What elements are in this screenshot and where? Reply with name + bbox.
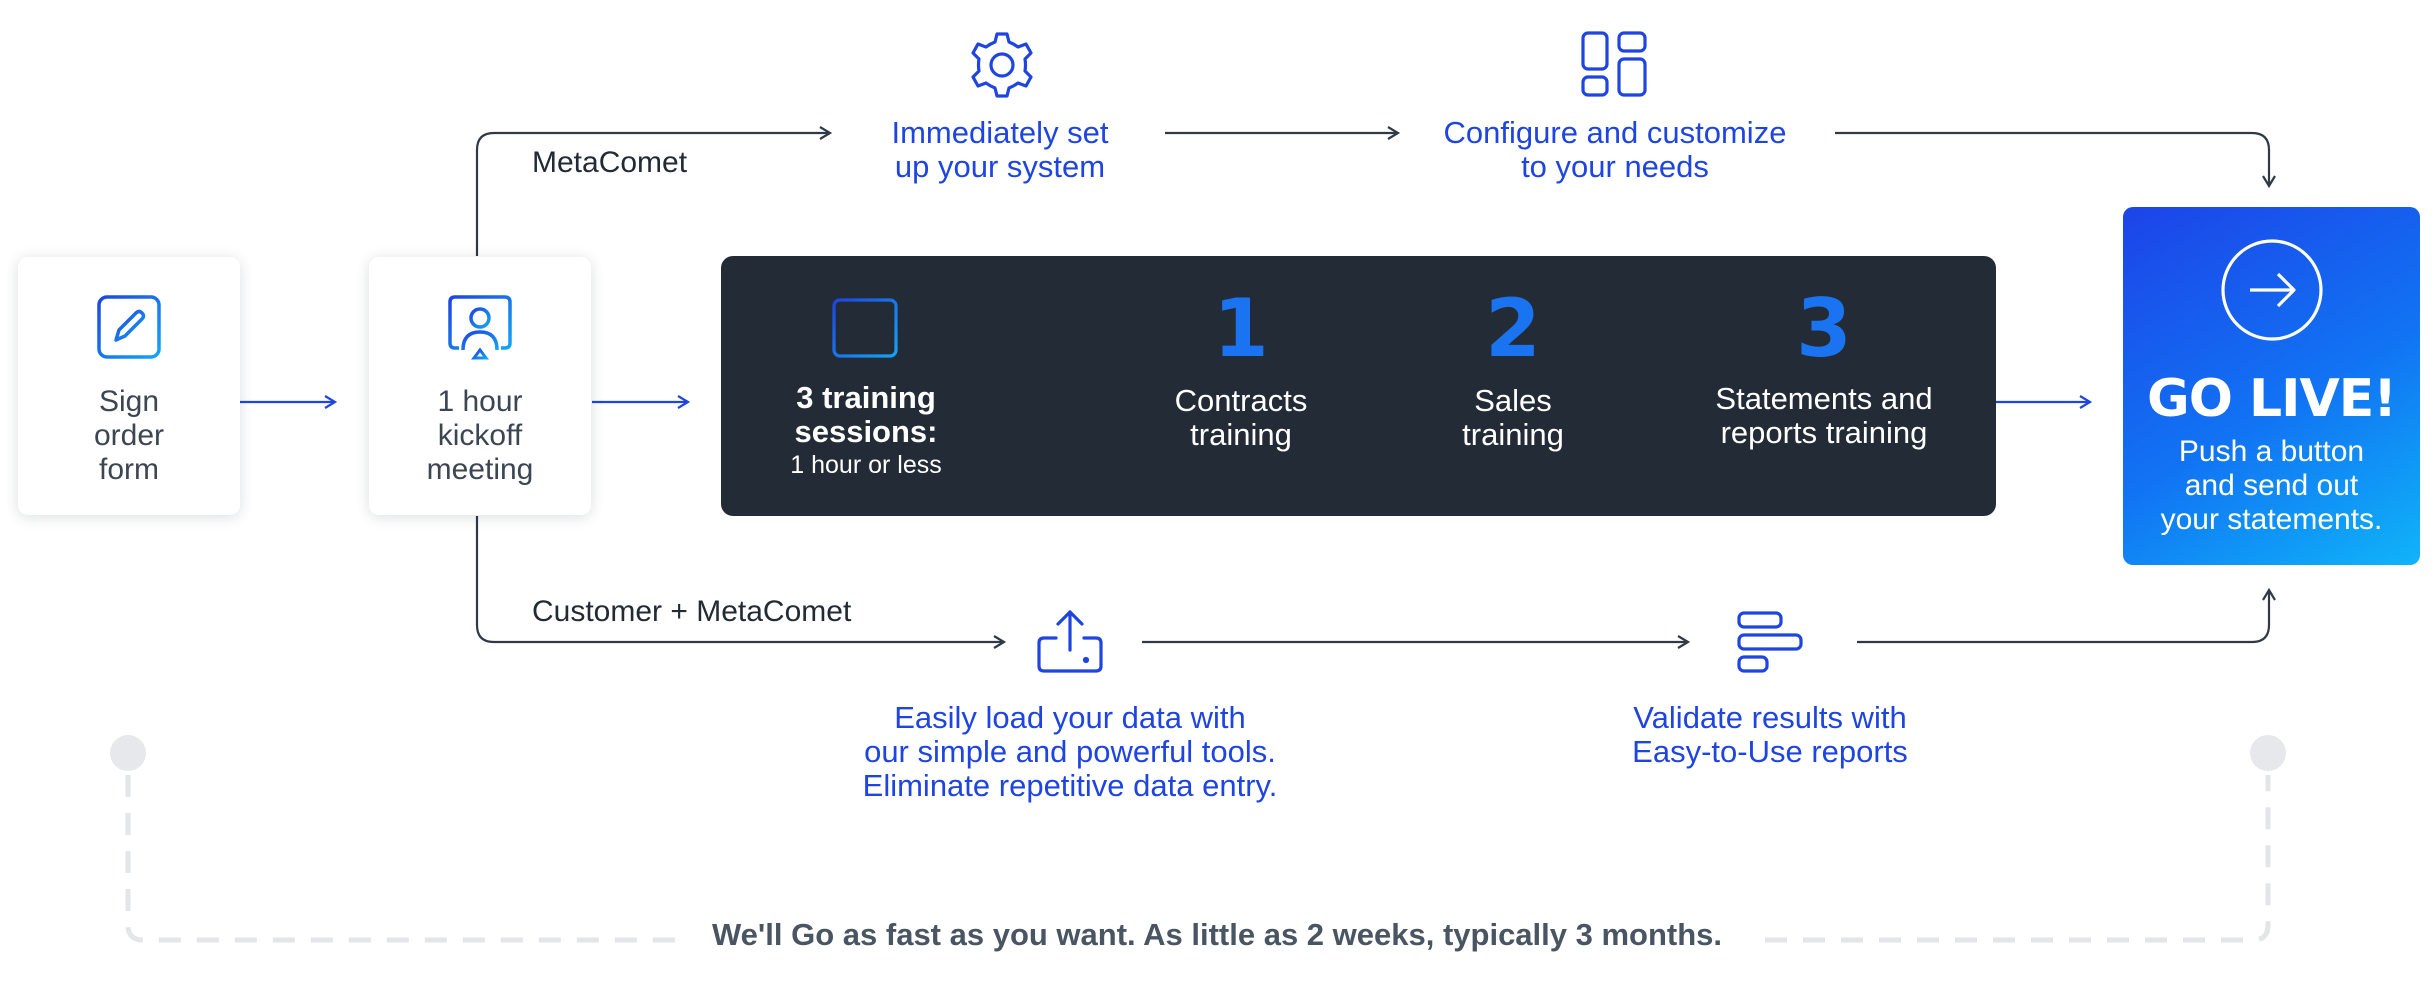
go-live-text: Push a button and send out your statemen…	[2123, 435, 2420, 537]
configure-line-2: to your needs	[1521, 149, 1709, 184]
setup-line-2: up your system	[894, 149, 1106, 184]
upload-icon	[1036, 608, 1104, 681]
arrow-configure-to-golive	[1835, 131, 2276, 189]
load-data-text: Easily load your data with our simple an…	[820, 701, 1320, 803]
sessions-text: 3 training sessions: 1 hour or less	[761, 381, 971, 481]
arrow-circle-icon	[2220, 238, 2324, 347]
sign-label-line-1: Sign	[98, 385, 160, 418]
training-panel: 3 training sessions: 1 hour or less 1 Co…	[721, 256, 1996, 516]
configure-text: Configure and customize to your needs	[1400, 116, 1830, 184]
step-number-3: 3	[1796, 282, 1852, 375]
sign-label-line-2: order	[93, 419, 165, 452]
go-live-card: GO LIVE! Push a button and send out your…	[2123, 207, 2420, 565]
kickoff-label-line-3: meeting	[426, 453, 534, 486]
statements-line-1: Statements and	[1715, 381, 1933, 416]
statements-line-2: reports training	[1720, 415, 1928, 450]
edit-icon	[96, 294, 162, 365]
setup-line-1: Immediately set	[891, 115, 1109, 150]
calendar-icon	[831, 291, 899, 364]
top-branch-line	[475, 126, 833, 256]
sessions-title-line-1: 3 training	[796, 380, 936, 415]
contracts-line-2: training	[1190, 417, 1292, 452]
validate-line-2: Easy-to-Use reports	[1632, 734, 1908, 769]
kickoff-label-line-2: kickoff	[437, 419, 523, 452]
go-live-title: GO LIVE!	[2147, 369, 2397, 429]
timeline-end-dot	[2250, 735, 2286, 771]
sessions-subtitle: 1 hour or less	[790, 451, 942, 479]
load-line-1: Easily load your data with	[894, 700, 1246, 735]
top-branch-label: MetaComet	[532, 146, 688, 179]
contracts-training-text: Contracts training	[1126, 384, 1356, 452]
arrow-validate-to-golive	[1857, 587, 2276, 644]
timeline-dashed-right	[1765, 775, 2271, 943]
go-live-line-3: your statements.	[2160, 503, 2383, 536]
timeline-start-dot	[110, 735, 146, 771]
user-screen-icon	[447, 294, 513, 367]
go-live-line-1: Push a button	[2178, 435, 2365, 468]
go-live-line-2: and send out	[2184, 469, 2359, 502]
report-bars-icon	[1736, 610, 1804, 681]
configure-line-1: Configure and customize	[1443, 115, 1787, 150]
layout-grid-icon	[1580, 30, 1648, 103]
sales-line-2: training	[1462, 417, 1564, 452]
sales-training-text: Sales training	[1418, 384, 1608, 452]
sign-label-line-3: form	[99, 453, 159, 486]
bottom-branch-line	[475, 516, 1007, 649]
validate-line-1: Validate results with	[1633, 700, 1907, 735]
step-number-2: 2	[1485, 282, 1541, 375]
bottom-branch-label: Customer + MetaComet	[532, 595, 852, 628]
kickoff-label-line-1: 1 hour	[437, 385, 523, 418]
setup-text: Immediately set up your system	[840, 116, 1160, 184]
gear-icon	[967, 30, 1037, 105]
timeline-footer-text: We'll Go as fast as you want. As little …	[711, 917, 1723, 952]
contracts-line-1: Contracts	[1174, 383, 1308, 418]
sign-order-form-card: Sign order form	[18, 257, 240, 515]
sessions-title-line-2: sessions:	[794, 414, 938, 449]
sales-line-1: Sales	[1474, 383, 1552, 418]
load-line-3: Eliminate repetitive data entry.	[862, 768, 1278, 803]
statements-training-text: Statements and reports training	[1679, 382, 1969, 450]
timeline-dashed-left	[125, 775, 680, 943]
load-line-2: our simple and powerful tools.	[864, 734, 1276, 769]
step-number-1: 1	[1213, 282, 1269, 375]
kickoff-meeting-card: 1 hour kickoff meeting	[369, 257, 591, 515]
validate-text: Validate results with Easy-to-Use report…	[1600, 701, 1940, 769]
